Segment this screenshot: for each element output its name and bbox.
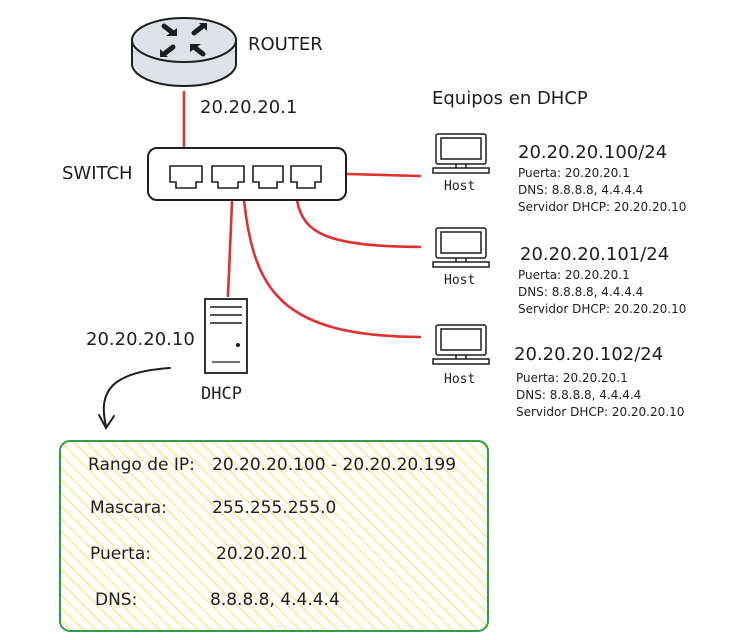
computer-icon [432, 324, 490, 365]
router-icon [131, 17, 237, 87]
host-dns: DNS: 8.8.8.8, 4.4.4.4 [518, 183, 643, 197]
host-dns: DNS: 8.8.8.8, 4.4.4.4 [516, 388, 641, 402]
host-ip: 20.20.20.102/24 [514, 344, 663, 365]
link-switch-dhcp [226, 200, 234, 298]
gateway-label: Puerta: [90, 544, 151, 564]
dns-value: 8.8.8.8, 4.4.4.4 [210, 590, 340, 610]
host-ip: 20.20.20.101/24 [520, 244, 669, 265]
host-dns: DNS: 8.8.8.8, 4.4.4.4 [518, 285, 643, 299]
router-label: ROUTER [248, 34, 323, 55]
computer-icon [432, 133, 490, 174]
host-label: Host [444, 179, 475, 194]
range-value: 20.20.20.100 - 20.20.20.199 [212, 455, 456, 475]
switch-label: SWITCH [62, 163, 133, 184]
computer-icon [432, 227, 490, 268]
switch-port [169, 165, 203, 189]
host-2: Host 20.20.20.101/24 Puerta: 20.20.20.1 … [432, 227, 686, 316]
host-gateway: Puerta: 20.20.20.1 [518, 268, 630, 282]
switch-icon [147, 147, 347, 201]
config-arrow [98, 367, 171, 430]
switch-port [290, 165, 322, 189]
host-dhcp-server: Servidor DHCP: 20.20.20.10 [518, 302, 686, 316]
host-label: Host [444, 372, 475, 387]
hosts-title: Equipos en DHCP [432, 88, 588, 109]
link-switch-host-1 [344, 172, 422, 178]
host-3: Host 20.20.20.102/24 Puerta: 20.20.20.1 … [432, 324, 684, 419]
server-icon [204, 298, 248, 374]
mask-label: Mascara: [90, 498, 167, 518]
host-ip: 20.20.20.100/24 [518, 142, 667, 163]
host-gateway: Puerta: 20.20.20.1 [518, 166, 630, 180]
dhcp-label: DHCP [201, 384, 242, 404]
host-label: Host [444, 273, 475, 288]
gateway-value: 20.20.20.1 [216, 544, 308, 564]
dhcp-ip: 20.20.20.10 [86, 329, 195, 350]
links [182, 90, 422, 339]
dhcp-config-box: Rango de IP: 20.20.20.100 - 20.20.20.199… [59, 440, 489, 632]
link-switch-host-2 [295, 198, 422, 249]
router-ip: 20.20.20.1 [200, 97, 297, 118]
host-gateway: Puerta: 20.20.20.1 [516, 371, 628, 385]
switch-port [211, 165, 245, 189]
switch-port [252, 165, 284, 189]
host-dhcp-server: Servidor DHCP: 20.20.20.10 [516, 405, 684, 419]
dns-label: DNS: [95, 590, 137, 610]
link-switch-host-3 [242, 198, 422, 339]
mask-value: 255.255.255.0 [212, 498, 336, 518]
range-label: Rango de IP: [88, 455, 195, 475]
host-1: Host 20.20.20.100/24 Puerta: 20.20.20.1 … [432, 133, 686, 214]
host-dhcp-server: Servidor DHCP: 20.20.20.10 [518, 200, 686, 214]
